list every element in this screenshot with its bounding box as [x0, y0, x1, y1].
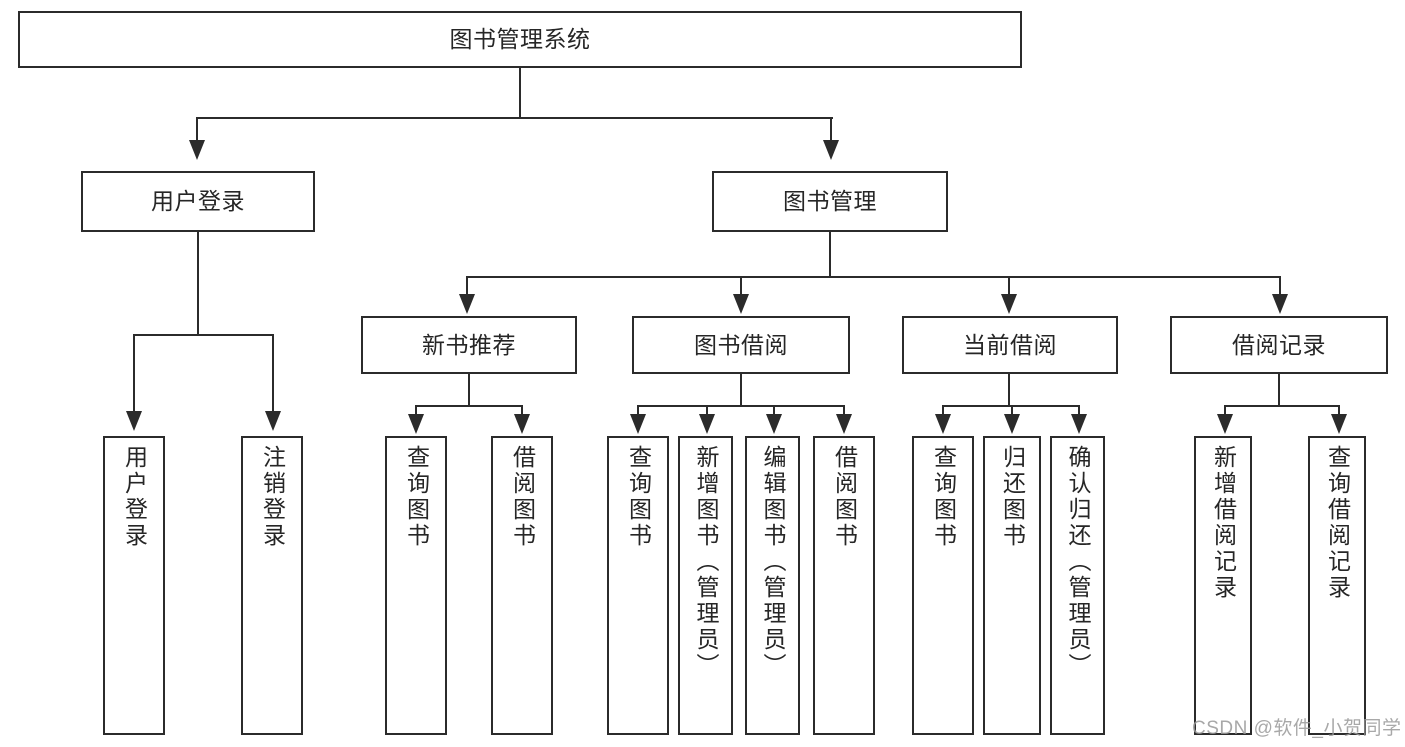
leaf-confirm-return[interactable]: 确认归还（管理员）	[1050, 436, 1105, 735]
arrowhead-book-manage-child-4	[1272, 294, 1288, 314]
leaf-query-book-3-label: 查询图书	[930, 445, 957, 549]
arrowhead-cb-leaf-1	[935, 414, 951, 434]
connector-br-drop-2	[1338, 405, 1341, 417]
connector-nbr-drop-1	[415, 405, 418, 417]
leaf-query-book-2-label: 查询图书	[625, 445, 652, 549]
connector-cb-drop-3	[1078, 405, 1081, 417]
connector-book-manage-drop-2	[740, 276, 743, 297]
connector-borrow-record-stem	[1278, 374, 1281, 406]
leaf-borrow-book-1-label: 借阅图书	[509, 445, 536, 549]
arrowhead-user-login-leaf-2	[265, 411, 281, 431]
node-book-borrow[interactable]: 图书借阅	[632, 316, 850, 374]
csdn-watermark: CSDN @软件_小贺同学	[1192, 718, 1402, 739]
connector-root-stem	[519, 68, 522, 118]
connector-user-login-bus	[133, 334, 274, 337]
leaf-confirm-return-label: 确认归还（管理员）	[1065, 445, 1091, 679]
leaf-add-record[interactable]: 新增借阅记录	[1194, 436, 1252, 735]
leaf-return-book-label: 归还图书	[999, 445, 1026, 549]
connector-user-login-drop-2	[272, 334, 275, 412]
leaf-user-login[interactable]: 用户登录	[103, 436, 165, 735]
leaf-query-book-1[interactable]: 查询图书	[385, 436, 447, 735]
node-user-login-label: 用户登录	[151, 188, 245, 215]
arrowhead-nbr-leaf-1	[408, 414, 424, 434]
node-borrow-record-label: 借阅记录	[1232, 331, 1326, 358]
connector-borrow-record-bus	[1224, 405, 1340, 408]
leaf-edit-book[interactable]: 编辑图书（管理员）	[745, 436, 800, 735]
leaf-query-book-3[interactable]: 查询图书	[912, 436, 974, 735]
connector-book-manage-drop-3	[1008, 276, 1011, 297]
connector-book-manage-drop-1	[466, 276, 469, 297]
connector-book-manage-bus	[466, 276, 1281, 279]
leaf-query-book-1-label: 查询图书	[403, 445, 430, 549]
arrowhead-root-to-book-manage	[823, 140, 839, 160]
node-borrow-record[interactable]: 借阅记录	[1170, 316, 1388, 374]
leaf-borrow-book-2-label: 借阅图书	[831, 445, 858, 549]
node-new-book-recommend[interactable]: 新书推荐	[361, 316, 577, 374]
connector-root-bus	[196, 117, 833, 120]
node-root[interactable]: 图书管理系统	[18, 11, 1022, 68]
connector-br-drop-1	[1224, 405, 1227, 417]
arrowhead-br-leaf-2	[1331, 414, 1347, 434]
connector-bb-drop-1	[637, 405, 640, 417]
node-root-label: 图书管理系统	[449, 26, 591, 53]
leaf-add-book[interactable]: 新增图书（管理员）	[678, 436, 733, 735]
arrowhead-cb-leaf-2	[1004, 414, 1020, 434]
connector-user-login-drop-1	[133, 334, 136, 412]
connector-bb-drop-4	[843, 405, 846, 417]
connector-root-to-user-login	[196, 117, 199, 141]
node-book-manage-label: 图书管理	[783, 188, 877, 215]
connector-root-to-book-manage	[830, 117, 833, 141]
node-book-manage[interactable]: 图书管理	[712, 171, 948, 232]
connector-user-login-stem	[197, 232, 200, 335]
node-new-book-recommend-label: 新书推荐	[422, 331, 516, 358]
arrowhead-root-to-user-login	[189, 140, 205, 160]
arrowhead-nbr-leaf-2	[514, 414, 530, 434]
leaf-query-record[interactable]: 查询借阅记录	[1308, 436, 1366, 735]
connector-book-borrow-bus	[637, 405, 845, 408]
connector-bb-drop-2	[706, 405, 709, 417]
connector-book-manage-drop-4	[1279, 276, 1282, 297]
connector-bb-drop-3	[773, 405, 776, 417]
node-book-borrow-label: 图书借阅	[694, 331, 788, 358]
node-user-login[interactable]: 用户登录	[81, 171, 315, 232]
connector-book-borrow-stem	[740, 374, 743, 406]
leaf-return-book[interactable]: 归还图书	[983, 436, 1041, 735]
leaf-edit-book-label: 编辑图书（管理员）	[760, 445, 786, 679]
connector-book-manage-stem	[829, 232, 832, 277]
arrowhead-user-login-leaf-1	[126, 411, 142, 431]
arrowhead-book-manage-child-3	[1001, 294, 1017, 314]
leaf-logout-login-label: 注销登录	[259, 445, 286, 549]
leaf-add-book-label: 新增图书（管理员）	[693, 445, 719, 679]
arrowhead-cb-leaf-3	[1071, 414, 1087, 434]
arrowhead-book-manage-child-2	[733, 294, 749, 314]
connector-cb-drop-1	[942, 405, 945, 417]
leaf-query-record-label: 查询借阅记录	[1324, 445, 1351, 601]
connector-new-book-recommend-stem	[468, 374, 471, 406]
connector-nbr-drop-2	[521, 405, 524, 417]
connector-new-book-recommend-bus	[415, 405, 523, 408]
node-current-borrow-label: 当前借阅	[963, 331, 1057, 358]
leaf-query-book-2[interactable]: 查询图书	[607, 436, 669, 735]
node-current-borrow[interactable]: 当前借阅	[902, 316, 1118, 374]
leaf-borrow-book-2[interactable]: 借阅图书	[813, 436, 875, 735]
leaf-user-login-label: 用户登录	[121, 445, 148, 549]
arrowhead-bb-leaf-4	[836, 414, 852, 434]
leaf-borrow-book-1[interactable]: 借阅图书	[491, 436, 553, 735]
arrowhead-bb-leaf-1	[630, 414, 646, 434]
arrowhead-bb-leaf-2	[699, 414, 715, 434]
leaf-add-record-label: 新增借阅记录	[1210, 445, 1237, 601]
arrowhead-book-manage-child-1	[459, 294, 475, 314]
connector-current-borrow-stem	[1008, 374, 1011, 406]
connector-cb-drop-2	[1011, 405, 1014, 417]
leaf-logout-login[interactable]: 注销登录	[241, 436, 303, 735]
arrowhead-br-leaf-1	[1217, 414, 1233, 434]
arrowhead-bb-leaf-3	[766, 414, 782, 434]
